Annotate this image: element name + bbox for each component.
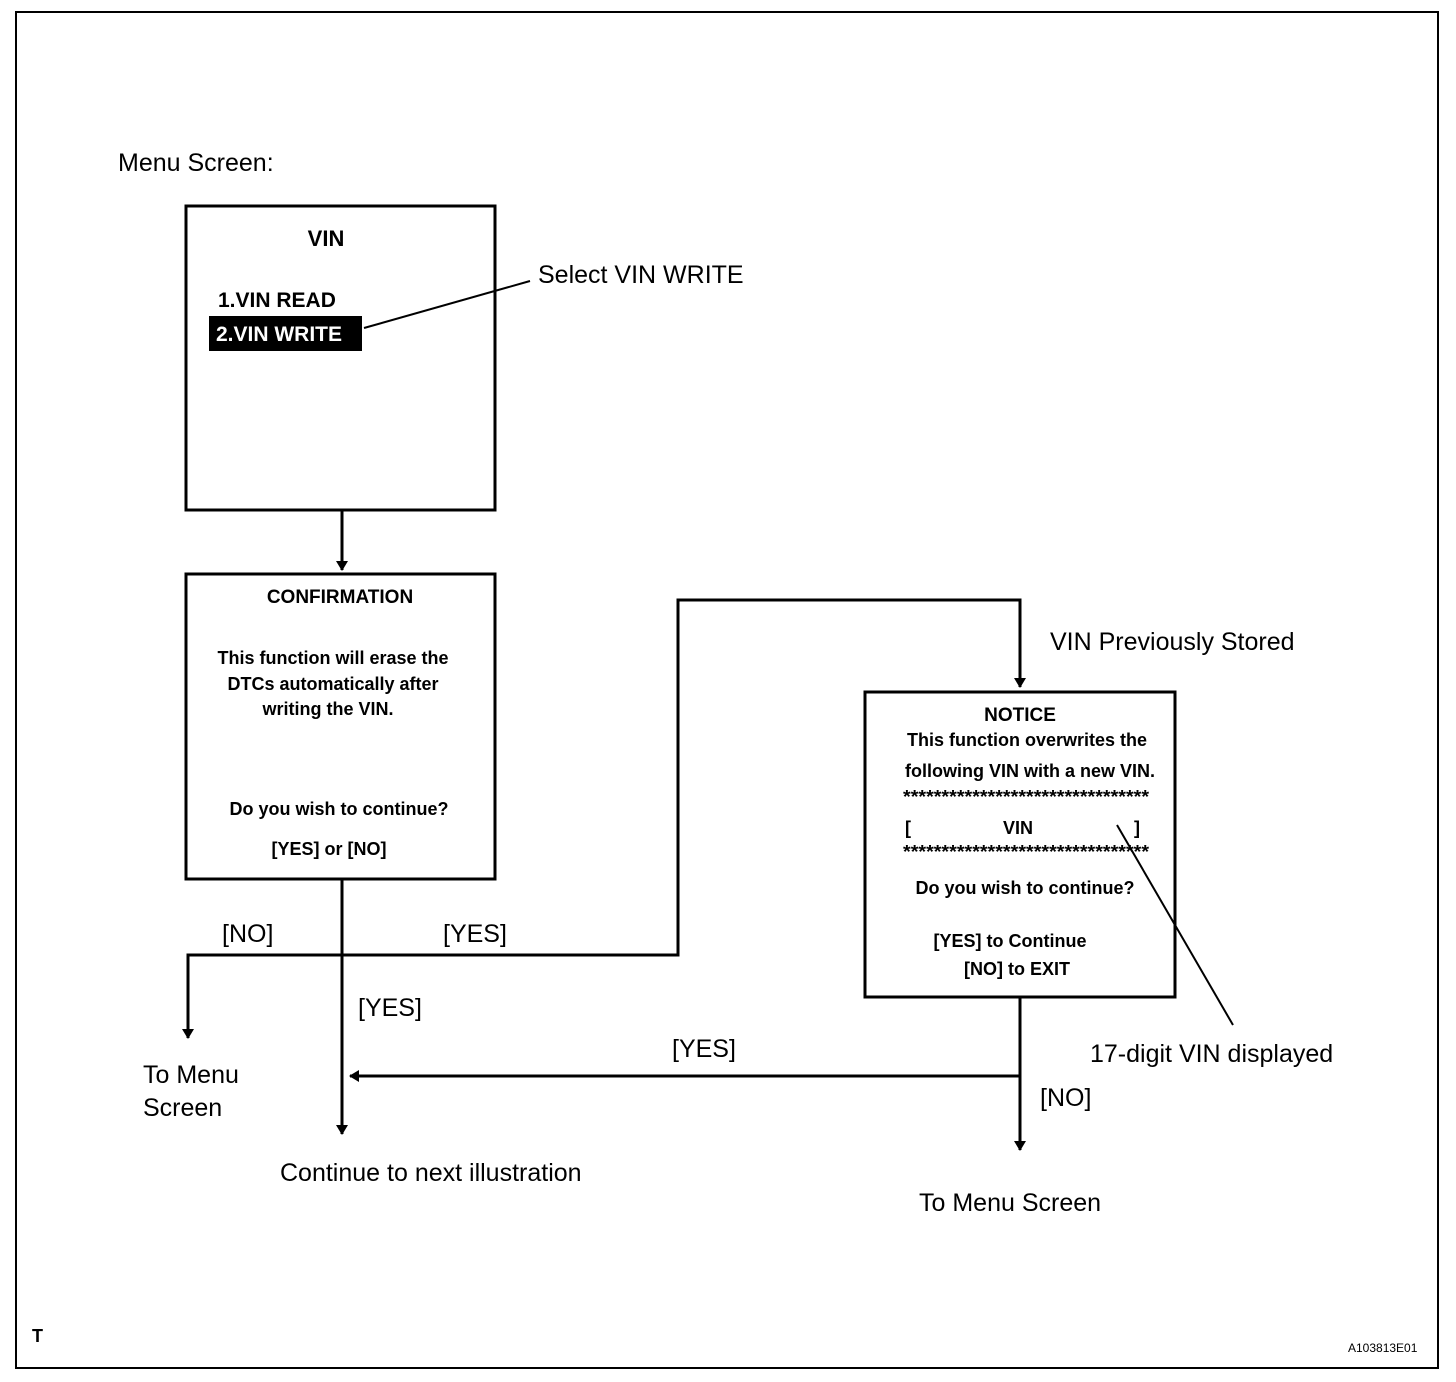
vin-displayed-leader — [1116, 824, 1234, 1026]
label-vin-displayed: 17-digit VIN displayed — [1090, 1040, 1333, 1068]
menu-item-highlight — [209, 316, 362, 351]
arrow-confirm-yes-branch — [342, 598, 1026, 957]
menu-box-title: VIN — [308, 226, 345, 251]
menu-box — [184, 204, 497, 512]
notice-title: NOTICE — [984, 705, 1056, 726]
notice-line-1: This function overwrites the — [907, 730, 1147, 750]
confirmation-question: Do you wish to continue? — [230, 799, 449, 819]
notice-no-option: [NO] to EXIT — [964, 959, 1070, 979]
confirmation-line-3: writing the VIN. — [261, 699, 393, 719]
notice-bracket-close: ] — [1134, 818, 1140, 838]
label-vin-previously-stored: VIN Previously Stored — [1050, 628, 1295, 656]
notice-bracket-open: [ — [905, 818, 911, 838]
arrow-confirm-no-left — [182, 953, 342, 1039]
figure-id: A103813E01 — [1348, 1341, 1418, 1355]
label-no-right: [NO] — [1040, 1084, 1091, 1112]
select-callout-label: Select VIN WRITE — [538, 261, 744, 289]
corner-mark: T — [32, 1326, 43, 1346]
notice-stars-top: ******************************** — [903, 787, 1149, 807]
label-to-menu-left-2: Screen — [143, 1094, 222, 1122]
figure-frame — [15, 11, 1439, 1369]
confirmation-box — [184, 572, 497, 881]
label-continue-next: Continue to next illustration — [280, 1159, 582, 1187]
label-yes-down: [YES] — [358, 994, 422, 1022]
menu-item-vin-read: 1.VIN READ — [218, 289, 336, 312]
notice-question: Do you wish to continue? — [916, 878, 1135, 898]
label-to-menu-right: To Menu Screen — [919, 1189, 1101, 1217]
label-no-left: [NO] — [222, 920, 273, 948]
select-callout-leader — [363, 280, 531, 329]
menu-screen-label: Menu Screen: — [118, 149, 274, 177]
label-yes-return: [YES] — [672, 1035, 736, 1063]
label-to-menu-left-1: To Menu — [143, 1061, 239, 1089]
notice-stars-bottom: ******************************** — [903, 842, 1149, 862]
confirmation-options: [YES] or [NO] — [272, 839, 387, 859]
notice-yes-option: [YES] to Continue — [934, 931, 1087, 951]
notice-vin-placeholder: VIN — [1003, 818, 1033, 838]
confirmation-line-2: DTCs automatically after — [227, 674, 438, 694]
confirmation-line-1: This function will erase the — [217, 648, 448, 668]
notice-line-2: following VIN with a new VIN. — [905, 761, 1155, 781]
menu-item-vin-write: 2.VIN WRITE — [216, 323, 342, 346]
label-yes-branch: [YES] — [443, 920, 507, 948]
confirmation-title: CONFIRMATION — [267, 587, 413, 608]
